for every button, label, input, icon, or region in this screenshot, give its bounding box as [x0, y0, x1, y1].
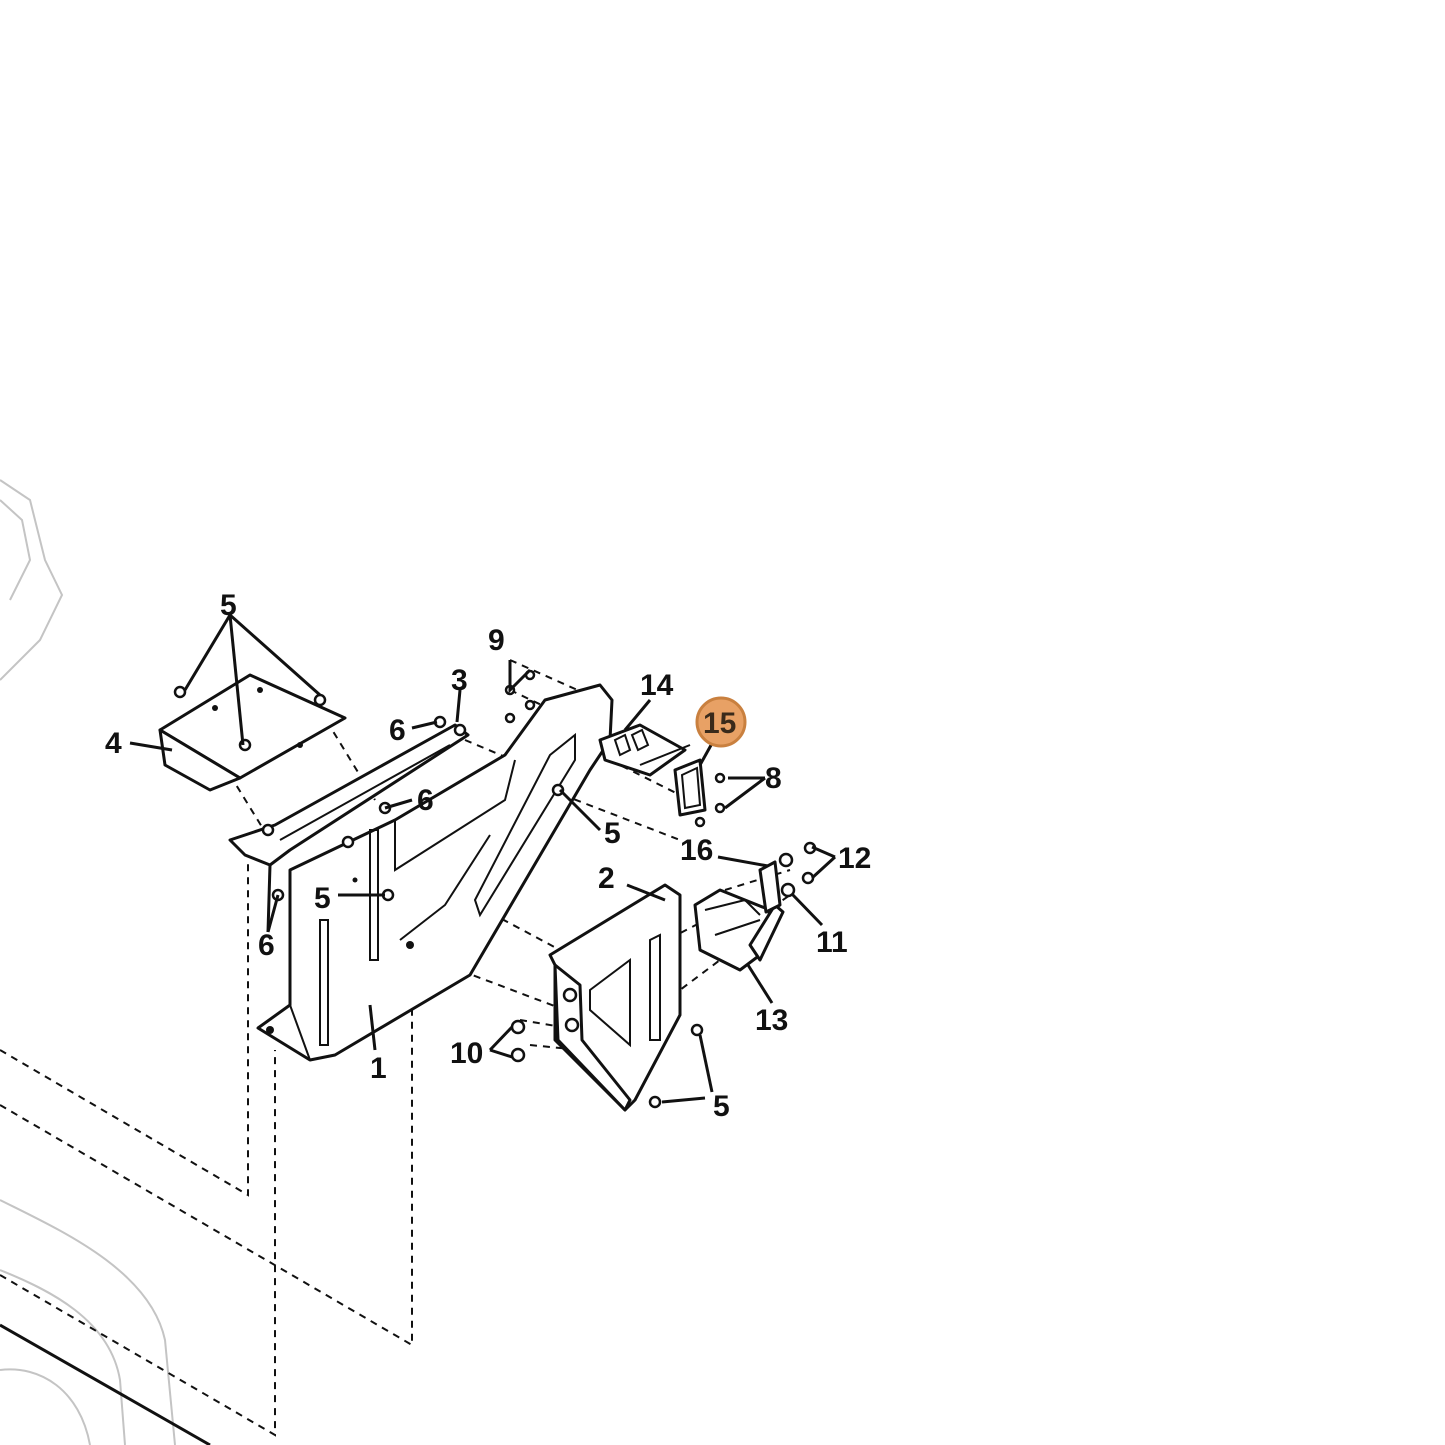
- callout-6-top[interactable]: 6: [389, 714, 406, 747]
- highlight-circle-15: [695, 696, 747, 748]
- callout-12[interactable]: 12: [838, 842, 871, 875]
- callout-4[interactable]: 4: [105, 727, 122, 760]
- callout-1[interactable]: 1: [370, 1052, 387, 1085]
- background-machine-outline: [0, 479, 176, 1445]
- callout-11[interactable]: 11: [816, 926, 848, 959]
- part-13-switch: [693, 888, 785, 972]
- callout-9[interactable]: 9: [488, 624, 505, 657]
- callout-14[interactable]: 14: [640, 669, 674, 702]
- callout-6-bottom[interactable]: 6: [258, 929, 275, 962]
- callout-2[interactable]: 2: [598, 862, 615, 895]
- callout-10[interactable]: 10: [450, 1037, 483, 1070]
- callout-5-top[interactable]: 5: [220, 589, 237, 622]
- callout-3[interactable]: 3: [451, 664, 468, 697]
- callout-16[interactable]: 16: [680, 834, 713, 867]
- callout-labels: 1 2 3 4 5 5 5 5 6 6 6 8 9 10 11 12 13 14…: [105, 589, 871, 1123]
- callout-5-bottom[interactable]: 5: [713, 1090, 730, 1123]
- callout-leader-lines: [129, 613, 837, 1104]
- part-1-main-bracket: [256, 683, 614, 1062]
- callout-5-left[interactable]: 5: [314, 882, 331, 915]
- callout-13[interactable]: 13: [755, 1004, 788, 1037]
- part-4-cover-plate: [158, 673, 347, 792]
- part-2-lower-bracket: [548, 883, 682, 1112]
- part-16-plate: [758, 860, 782, 914]
- part-14-connector: [598, 723, 691, 777]
- part-3-bracket-rod: [228, 723, 470, 867]
- frame-edge-line: [0, 1323, 211, 1445]
- part-15-switch-housing: [673, 758, 707, 817]
- callout-15-highlighted[interactable]: 15: [703, 707, 736, 740]
- callout-6-middle[interactable]: 6: [417, 784, 434, 817]
- callout-5-middle[interactable]: 5: [604, 817, 621, 850]
- callout-8[interactable]: 8: [765, 762, 782, 795]
